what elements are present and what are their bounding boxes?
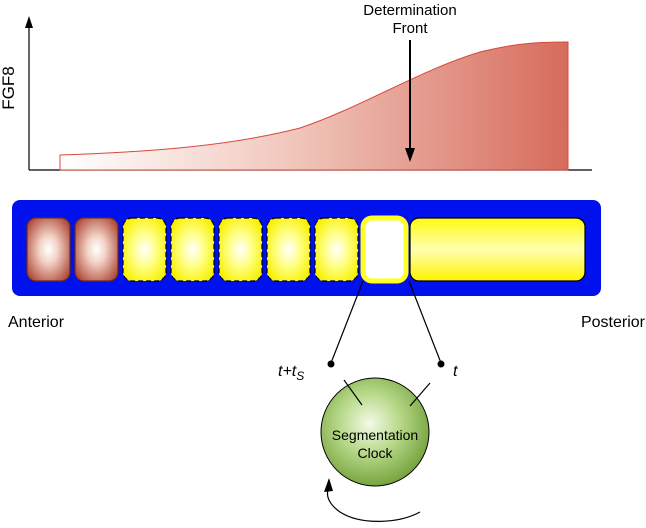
fgf8-gradient-area (59, 41, 569, 171)
connector-left (330, 280, 364, 364)
time-label-subscript: S (296, 369, 304, 383)
segmentation-clock: Segmentation Clock (320, 377, 431, 522)
clock-rotation-arrowhead (324, 478, 333, 492)
determination-front-label-line2: Front (392, 20, 428, 37)
somite-block (26, 217, 71, 282)
time-point-left-dot (327, 360, 335, 368)
psm-tail (409, 217, 586, 282)
forming-somite-block (360, 215, 409, 284)
time-label-t-plus-ts: t+tS (278, 363, 304, 383)
embryo-strip (12, 200, 601, 296)
presomitic-block (218, 217, 263, 282)
posterior-label: Posterior (581, 314, 646, 331)
time-label-t: t (453, 363, 458, 380)
time-connectors (327, 280, 445, 368)
presomitic-block (170, 217, 215, 282)
y-axis-arrowhead (25, 16, 33, 28)
time-label-t-plus-ts-main: t+t (278, 363, 297, 380)
connector-right (408, 280, 442, 364)
clock-hand-left (343, 379, 363, 406)
clock-label-line1: Segmentation (332, 427, 418, 443)
clock-face (320, 377, 430, 487)
presomitic-block (314, 217, 359, 282)
somite-block (74, 217, 119, 282)
determination-front-arrowhead (405, 148, 415, 162)
fgf8-plot: FGF8 Determination Front (0, 2, 592, 171)
anterior-label: Anterior (8, 314, 65, 331)
determination-front-label-line1: Determination (363, 2, 456, 19)
presomitic-block (266, 217, 311, 282)
clock-hand-right (409, 382, 431, 407)
clock-rotation-arrow (326, 489, 421, 522)
time-point-right-dot (437, 360, 445, 368)
clock-label-line2: Clock (357, 445, 393, 461)
somite-row (26, 215, 409, 284)
presomitic-block (122, 217, 167, 282)
fgf8-axis-label: FGF8 (0, 66, 18, 109)
